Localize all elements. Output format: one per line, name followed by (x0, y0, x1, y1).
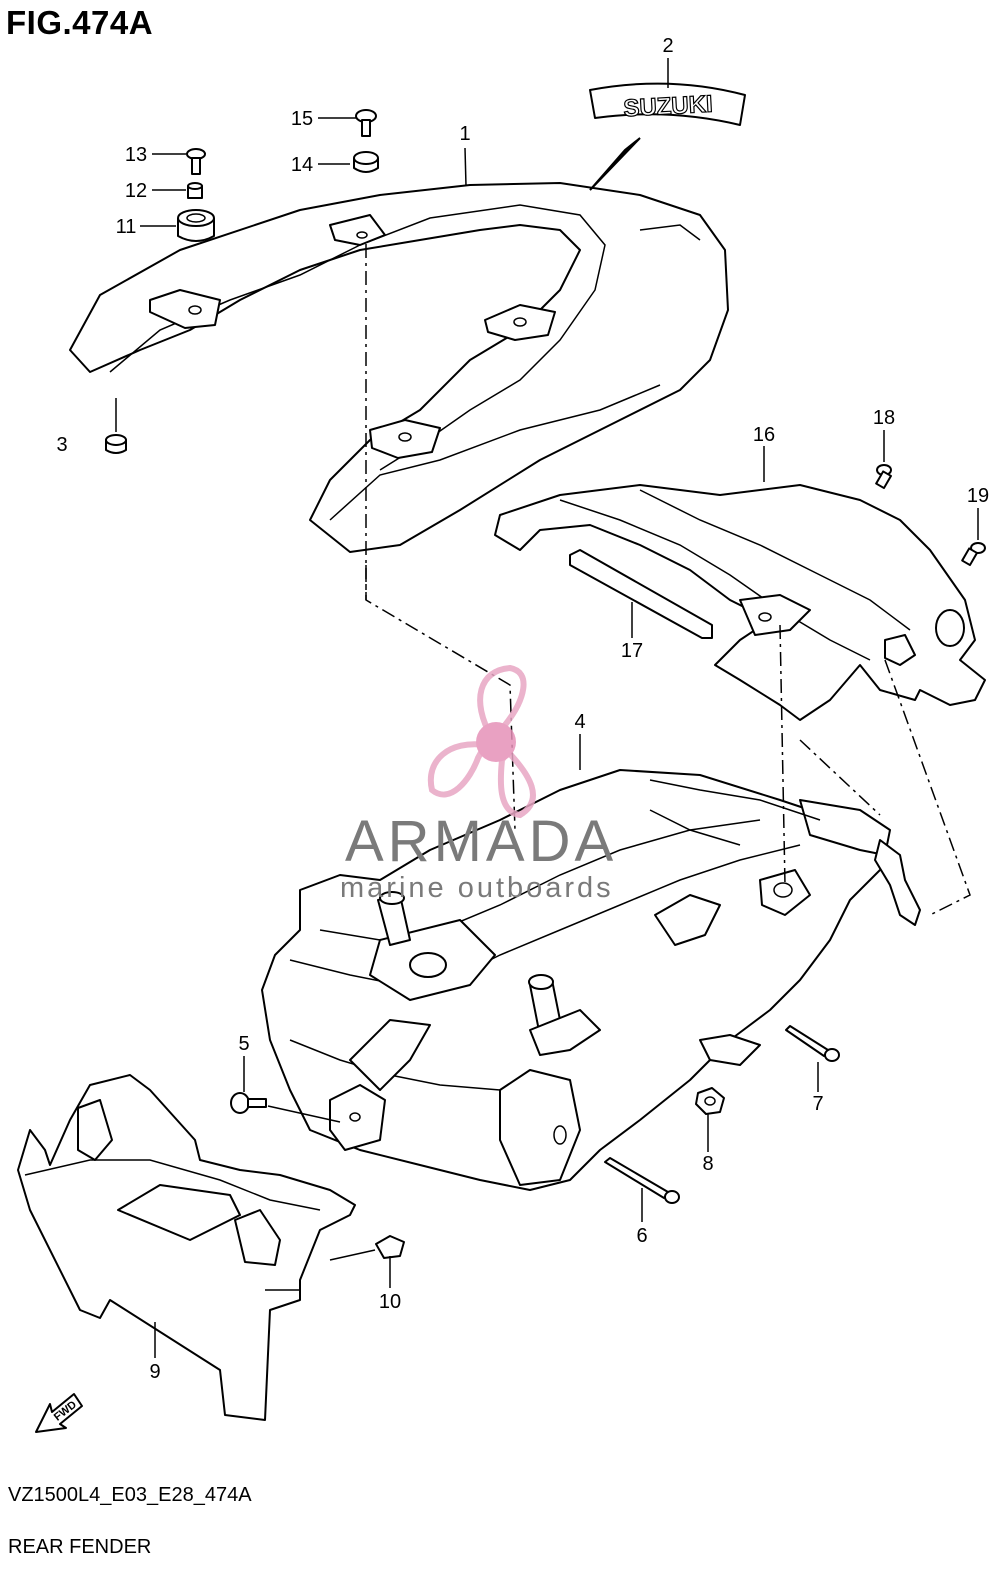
part-6-bolt (604, 1157, 680, 1204)
callout-10: 10 (379, 1291, 401, 1313)
callout-12: 12 (125, 180, 147, 202)
part-10-clip (375, 1235, 405, 1259)
callout-17: 17 (621, 640, 643, 662)
watermark-brand: ARMADA (345, 809, 618, 874)
callout-15: 15 (291, 108, 313, 130)
callout-14: 14 (291, 154, 313, 176)
part-4-rear-fender (261, 769, 921, 1191)
callout-8: 8 (702, 1153, 713, 1175)
part-19-screw (961, 542, 986, 567)
callout-7: 7 (812, 1093, 823, 1115)
watermark-logo (427, 664, 536, 819)
part-14-grommet (353, 151, 379, 173)
fwd-arrow-icon: FWD (35, 1393, 83, 1433)
part-9-lower-fender (17, 1074, 356, 1421)
callout-2: 2 (662, 35, 673, 57)
part-15-bolt (355, 109, 377, 137)
leader-lines (115, 58, 979, 1358)
part-12-spacer (187, 182, 203, 199)
callout-4: 4 (574, 711, 585, 733)
callout-labels: 1 2 3 4 5 6 7 8 9 10 11 12 13 14 15 16 1… (56, 35, 989, 1383)
callout-3: 3 (56, 434, 67, 456)
part-16-rear-bracket (494, 484, 986, 721)
figure-title: FIG.474A (6, 4, 154, 41)
callout-11: 11 (116, 216, 137, 238)
part-3-grommet (105, 434, 127, 454)
callout-6: 6 (636, 1225, 647, 1247)
part-1-seat-cover (69, 182, 729, 553)
part-18-screw (875, 464, 892, 490)
figure-name: REAR FENDER (8, 1536, 152, 1558)
part-2-suzuki-decal: SUZUKI (589, 82, 746, 191)
callout-1: 1 (459, 123, 470, 145)
part-11-collar (177, 209, 215, 242)
watermark-tagline: marine outboards (340, 872, 614, 904)
part-5-bolt (230, 1092, 267, 1114)
figure-code: VZ1500L4_E03_E28_474A (8, 1484, 252, 1506)
callout-9: 9 (149, 1361, 160, 1383)
callout-16: 16 (753, 424, 775, 446)
part-7-bolt (785, 1025, 840, 1062)
callout-19: 19 (967, 485, 989, 507)
decal-text: SUZUKI (623, 91, 714, 123)
callout-5: 5 (238, 1033, 249, 1055)
callout-13: 13 (125, 144, 147, 166)
part-13-screw (186, 148, 206, 175)
part-17-strip (569, 549, 713, 639)
callout-18: 18 (873, 407, 895, 429)
part-8-nut (695, 1087, 725, 1115)
